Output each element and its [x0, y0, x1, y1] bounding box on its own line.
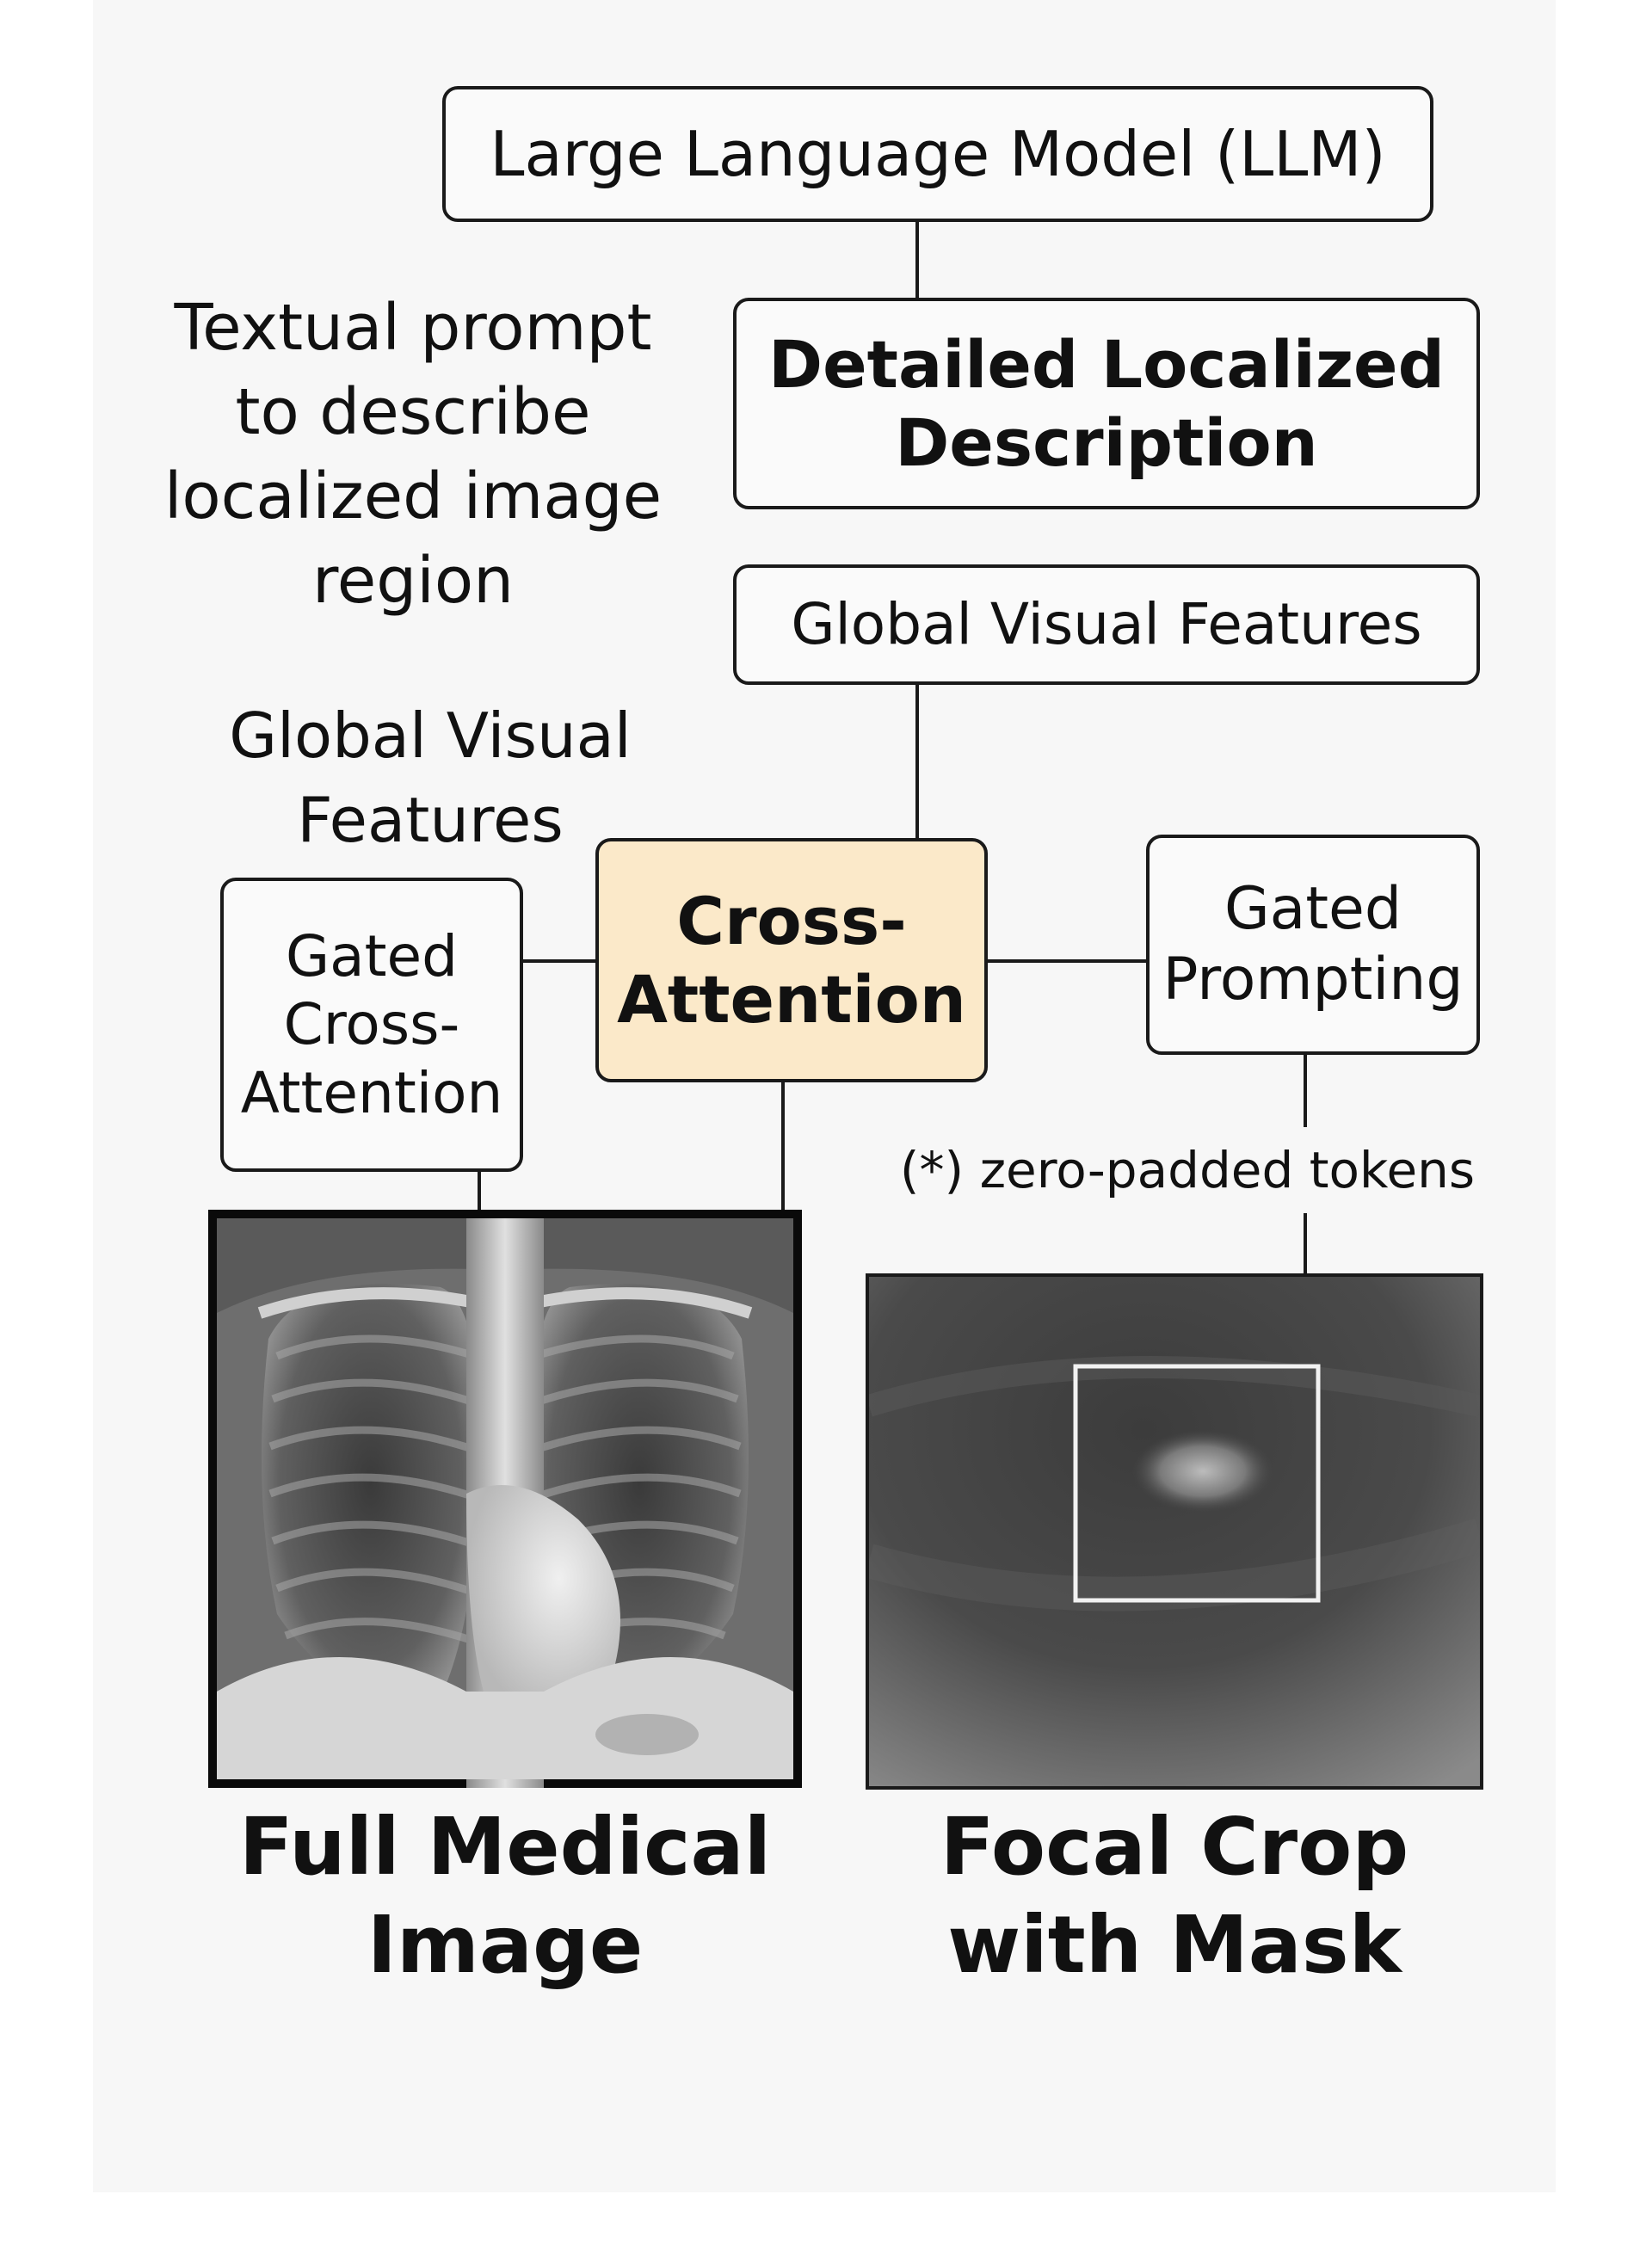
gated-prompting-line1: Gated	[1224, 875, 1402, 944]
cross-attention-line1: Cross-	[676, 882, 907, 959]
connector-gated-image	[478, 1170, 481, 1211]
connector-gated-cross	[521, 959, 597, 963]
cross-attention-line2: Attention	[617, 961, 966, 1038]
description-label-line2: Description	[895, 404, 1318, 481]
global-features-annotation-line2: Features	[297, 784, 564, 856]
global-features-annotation-line1: Global Visual	[229, 700, 632, 772]
gated-cross-line1: Gated	[286, 923, 458, 990]
llm-label: Large Language Model (LLM)	[490, 117, 1386, 190]
zero-padded-label: (*) zero-padded tokens	[899, 1141, 1476, 1199]
llm-box: Large Language Model (LLM)	[442, 86, 1433, 222]
mask-rectangle	[1073, 1364, 1321, 1603]
crop-caption-line1: Focal Crop	[940, 1801, 1409, 1893]
focal-crop-caption: Focal Crop with Mask	[866, 1798, 1483, 1994]
gated-prompting-line2: Prompting	[1162, 946, 1464, 1014]
connector-cross-image	[781, 1081, 785, 1211]
chest-xray-graphic	[208, 1210, 802, 1788]
gated-cross-line3: Attention	[240, 1059, 503, 1126]
gated-cross-attention-box: Gated Cross- Attention	[220, 878, 523, 1172]
gated-prompting-box: Gated Prompting	[1146, 835, 1480, 1055]
focal-crop-graphic	[869, 1277, 1480, 1786]
description-box: Detailed Localized Description	[733, 298, 1480, 509]
cross-attention-box: Cross- Attention	[595, 838, 988, 1082]
connector-label-crop	[1304, 1213, 1307, 1275]
prompt-line2: to describe	[235, 375, 591, 449]
full-caption-line1: Full Medical	[238, 1801, 772, 1893]
global-features-annotation: Global Visual Features	[163, 693, 697, 862]
connector-llm-description	[915, 220, 919, 298]
prompt-line4: region	[311, 544, 515, 618]
description-label-line1: Detailed Localized	[767, 325, 1445, 403]
gated-cross-line2: Cross-	[283, 991, 460, 1058]
zero-padded-annotation: (*) zero-padded tokens	[869, 1137, 1506, 1205]
prompt-line3: localized image	[163, 459, 663, 533]
connector-cross-prompting	[986, 959, 1148, 963]
connector-global-cross	[915, 685, 919, 840]
global-features-label: Global Visual Features	[791, 591, 1422, 658]
focal-crop-image	[866, 1273, 1483, 1790]
global-features-box: Global Visual Features	[733, 564, 1480, 685]
full-caption-line2: Image	[367, 1899, 644, 1991]
full-medical-image	[208, 1210, 802, 1788]
connector-prompting-label	[1304, 1055, 1307, 1127]
crop-caption-line2: with Mask	[947, 1899, 1402, 1991]
full-image-caption: Full Medical Image	[208, 1798, 802, 1994]
prompt-annotation: Textual prompt to describe localized ima…	[129, 286, 697, 623]
prompt-line1: Textual prompt	[174, 291, 652, 365]
